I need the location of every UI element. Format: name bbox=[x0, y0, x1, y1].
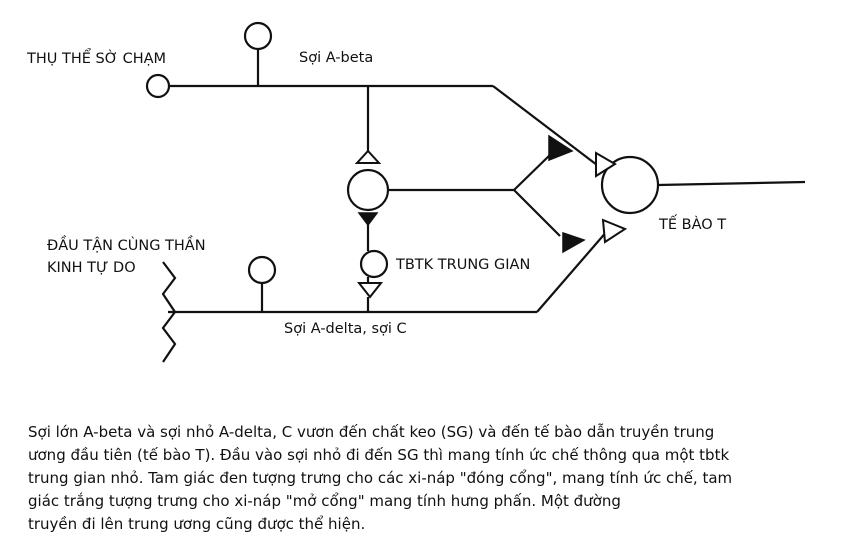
interneuron-label: TBTK TRUNG GIAN bbox=[396, 257, 531, 273]
ascending-output-line bbox=[657, 180, 806, 187]
excitatory-synapse-sg-top bbox=[354, 149, 382, 164]
excitatory-synapse-t-cell-top bbox=[595, 151, 617, 178]
a-beta-to-t-cell bbox=[492, 85, 598, 166]
inhibitory-synapse-lower bbox=[562, 231, 586, 254]
free-nerve-ending-label-line2: KINH TỰ DO bbox=[47, 260, 136, 276]
figure-caption: Sợi lớn A-beta và sợi nhỏ A-delta, C vươ… bbox=[28, 421, 808, 536]
caption-line: trung gian nhỏ. Tam giác đen tượng trưng… bbox=[28, 469, 733, 487]
small-fiber-collateral-circle bbox=[247, 255, 277, 285]
caption-line: ương đầu tiên (tế bào T). Đầu vào sợi nh… bbox=[28, 446, 730, 464]
inhibitory-synapse-upper bbox=[548, 134, 574, 162]
gate-control-diagram bbox=[145, 21, 806, 363]
caption-line: Sợi lớn A-beta và sợi nhỏ A-delta, C vươ… bbox=[28, 423, 715, 441]
small-fiber-to-t-cell bbox=[536, 229, 609, 313]
a-beta-collateral-circle bbox=[243, 21, 273, 51]
sg-branch-lower bbox=[513, 189, 561, 237]
caption-line: truyền đi lên trung ương cũng được thể h… bbox=[28, 515, 366, 533]
excitatory-synapse-t-cell-bottom bbox=[601, 218, 628, 244]
touch-receptor-label: THỤ THỂ SỜ CHẠM bbox=[27, 51, 167, 67]
sg-cell-circle bbox=[346, 168, 390, 212]
small-fibers-label: Sợi A-delta, sợi C bbox=[284, 321, 407, 337]
free-nerve-ending-label-line1: ĐẦU TẬN CÙNG THẦN bbox=[47, 238, 206, 254]
sg-branch-upper bbox=[513, 151, 554, 191]
touch-receptor-circle bbox=[145, 73, 171, 99]
caption-line: giác trắng tượng trưng cho xi-náp "mở cổ… bbox=[28, 492, 621, 510]
excitatory-synapse-interneuron bbox=[356, 282, 384, 299]
interneuron-circle bbox=[359, 249, 389, 279]
inhibitory-synapse-sg-bottom bbox=[357, 212, 379, 227]
t-cell-label: TẾ BÀO T bbox=[659, 217, 727, 233]
a-beta-fiber-label: Sợi A-beta bbox=[299, 50, 374, 66]
